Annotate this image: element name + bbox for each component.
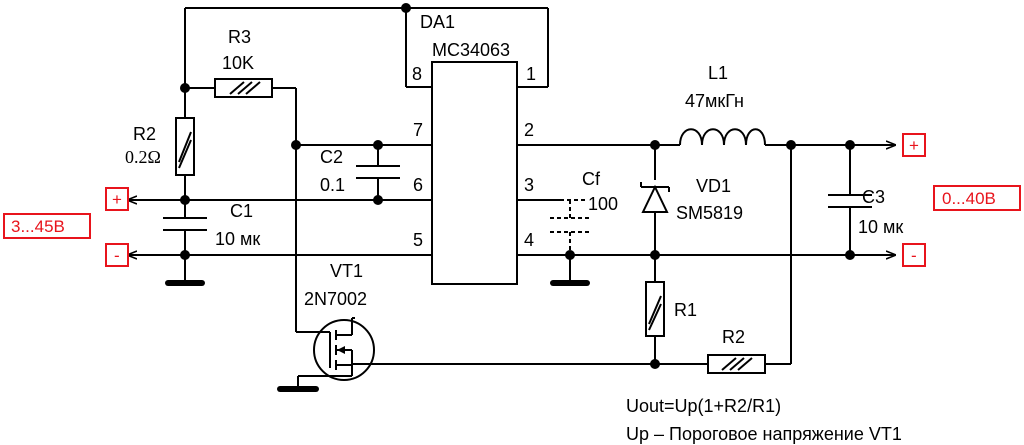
input-plus-label: + xyxy=(112,190,122,209)
r2-output-ref: R2 xyxy=(722,327,745,347)
input-range-tag xyxy=(3,213,91,239)
capacitor-c2: C2 0.1 xyxy=(320,147,400,195)
ground-symbols xyxy=(165,280,590,392)
terminal-arrows xyxy=(128,145,895,255)
input-terminals: + - 3...45В xyxy=(3,187,129,267)
junction-dots xyxy=(180,3,855,369)
ic-pin-3: 3 xyxy=(524,175,534,195)
ic-ref: DA1 xyxy=(420,12,455,32)
ic-da1: DA1 MC34063 8 1 7 2 6 3 5 4 xyxy=(412,12,536,285)
output-plus-tag xyxy=(902,133,926,157)
diode-vd1: VD1 SM5819 xyxy=(640,176,743,223)
output-terminals: + - 0...40В xyxy=(902,133,1021,267)
output-range-label: 0...40В xyxy=(942,189,996,208)
r3-value: 10K xyxy=(222,53,254,73)
capacitor-cf: Cf 100 xyxy=(550,169,618,233)
l1-ref: L1 xyxy=(708,63,728,83)
ic-pin-5: 5 xyxy=(413,230,423,250)
vd1-ref: VD1 xyxy=(696,176,731,196)
l1-value: 47мкГн xyxy=(685,91,744,111)
ic-pin-2: 2 xyxy=(524,120,534,140)
threshold-note: Up – Пороговое напряжение VT1 xyxy=(626,424,902,444)
cf-value: 100 xyxy=(588,194,618,214)
r3-ref: R3 xyxy=(228,27,251,47)
vt1-part: 2N7002 xyxy=(304,289,367,309)
output-plus-label: + xyxy=(909,136,919,155)
resistor-r1: R1 xyxy=(645,281,697,337)
c1-value: 10 мк xyxy=(215,229,260,249)
ic-body xyxy=(431,61,518,285)
input-minus-label: - xyxy=(114,246,120,265)
vt1-ref: VT1 xyxy=(330,261,363,281)
ic-pin-4: 4 xyxy=(524,230,534,250)
mosfet-vt1: VT1 2N7002 xyxy=(304,261,375,381)
r2-input-value: 0.2Ω xyxy=(125,147,161,167)
input-minus-tag xyxy=(105,243,129,267)
output-range-tag xyxy=(933,185,1021,211)
ic-pin-7: 7 xyxy=(413,120,423,140)
ic-pin-6: 6 xyxy=(413,175,423,195)
ic-part: MC34063 xyxy=(432,40,510,60)
input-plus-tag xyxy=(105,187,129,211)
c1-ref: C1 xyxy=(230,201,253,221)
c3-value: 10 мк xyxy=(858,217,903,237)
c2-value: 0.1 xyxy=(320,175,345,195)
notes: Uout=Up(1+R2/R1) Up – Пороговое напряжен… xyxy=(626,396,902,444)
output-minus-label: - xyxy=(911,246,917,265)
ic-pin-1: 1 xyxy=(526,64,536,84)
r1-ref: R1 xyxy=(674,300,697,320)
resistor-r3: R3 10K xyxy=(214,27,273,98)
inductor-l1: L1 47мкГн xyxy=(679,63,766,146)
c3-ref: C3 xyxy=(862,187,885,207)
c2-ref: C2 xyxy=(320,147,343,167)
output-minus-tag xyxy=(902,243,926,267)
formula-note: Uout=Up(1+R2/R1) xyxy=(626,396,781,416)
input-range-label: 3...45В xyxy=(11,217,65,236)
capacitor-c3: C3 10 мк xyxy=(828,187,903,237)
capacitor-c1: C1 10 мк xyxy=(163,201,260,249)
resistor-r2-output: R2 xyxy=(707,327,766,374)
r2-input-ref: R2 xyxy=(133,124,156,144)
vd1-part: SM5819 xyxy=(676,203,743,223)
cf-ref: Cf xyxy=(582,169,601,189)
ic-pin-8: 8 xyxy=(412,64,422,84)
resistor-r2-input: R2 0.2Ω xyxy=(125,117,195,176)
